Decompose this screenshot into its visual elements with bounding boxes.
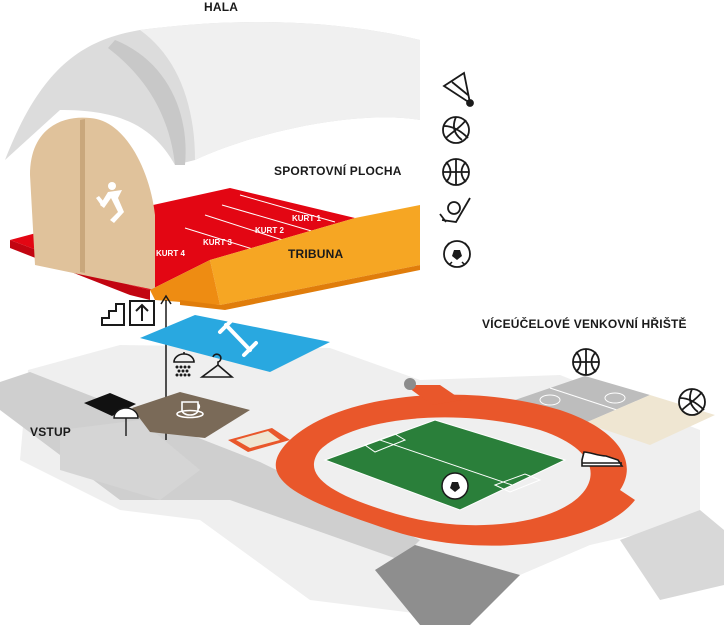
hall-label: HALA xyxy=(204,0,239,14)
coffee-cup-icon xyxy=(176,401,204,419)
entrance-path xyxy=(0,372,420,560)
court-2-label: KURT 2 xyxy=(255,226,284,235)
dumbbell-icon xyxy=(218,318,258,357)
court-3-label: KURT 3 xyxy=(203,238,232,247)
bottom-block-right xyxy=(620,510,724,600)
umbrella-icon xyxy=(113,407,139,436)
hall-building xyxy=(5,21,420,165)
entrance-label: VSTUP xyxy=(30,425,72,439)
gym-area xyxy=(140,315,330,372)
parking-block xyxy=(375,545,520,625)
outdoor-court-gray xyxy=(515,376,650,423)
stairs-icon xyxy=(101,303,125,326)
climbing-wall xyxy=(30,117,155,290)
court-4-label: KURT 4 xyxy=(156,249,185,258)
outdoor-volleyball-icon xyxy=(678,388,706,416)
badminton-shuttlecock-icon xyxy=(442,71,474,107)
hanger-icon xyxy=(199,353,235,378)
elevator-icon xyxy=(129,300,155,326)
basketball-icon xyxy=(442,158,470,186)
volleyball-icon xyxy=(442,116,470,144)
running-shoe-icon xyxy=(581,451,624,467)
outdoor-basketball-icon xyxy=(572,348,600,376)
tribune xyxy=(150,205,420,310)
floorball-icon xyxy=(439,197,471,223)
shower-icon xyxy=(173,352,195,377)
outdoor-courts-label: VÍCEÚČELOVÉ VENKOVNÍ HŘIŠTĚ xyxy=(482,317,687,331)
climber-icon xyxy=(96,182,124,223)
court-1-label: KURT 1 xyxy=(292,214,321,223)
tribune-label: TRIBUNA xyxy=(288,247,344,261)
football-icon xyxy=(443,240,471,268)
sport-floor-label: SPORTOVNÍ PLOCHA xyxy=(274,164,402,178)
football-pitch xyxy=(325,420,565,510)
entrance-plaza xyxy=(60,420,200,500)
football-icon-pitch xyxy=(441,472,469,500)
